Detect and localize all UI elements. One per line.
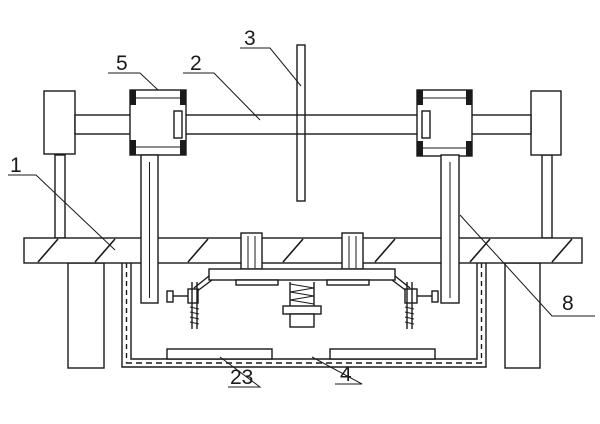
left-top-block [43, 90, 76, 155]
label-5-bearing: 5 [116, 52, 128, 75]
right-hanging-rod [440, 154, 460, 304]
left-support-post [54, 154, 66, 239]
bottom-plate-right [329, 348, 436, 360]
right-top-block [530, 90, 562, 156]
clamp-mechanism [193, 232, 411, 328]
label-8-rod: 8 [562, 292, 574, 315]
label-1-base: 1 [10, 154, 22, 177]
right-leg [504, 262, 541, 369]
base-plate [23, 237, 583, 264]
right-support-post [541, 154, 553, 239]
left-bearing-housing [129, 89, 187, 156]
label-23-bottom-plate: 23 [230, 366, 253, 389]
label-4-box: 4 [340, 363, 352, 386]
leader-lines [8, 47, 595, 388]
label-3-blade: 3 [244, 27, 256, 50]
cutting-blade [296, 44, 306, 202]
label-2-shaft: 2 [190, 52, 202, 75]
left-hanging-rod [140, 154, 159, 304]
right-bearing-housing [416, 89, 473, 157]
left-adjusting-screw [166, 282, 200, 329]
left-leg [67, 262, 105, 369]
lower-box [121, 263, 487, 368]
bottom-plate-left [166, 348, 273, 360]
right-adjusting-screw [404, 282, 439, 329]
